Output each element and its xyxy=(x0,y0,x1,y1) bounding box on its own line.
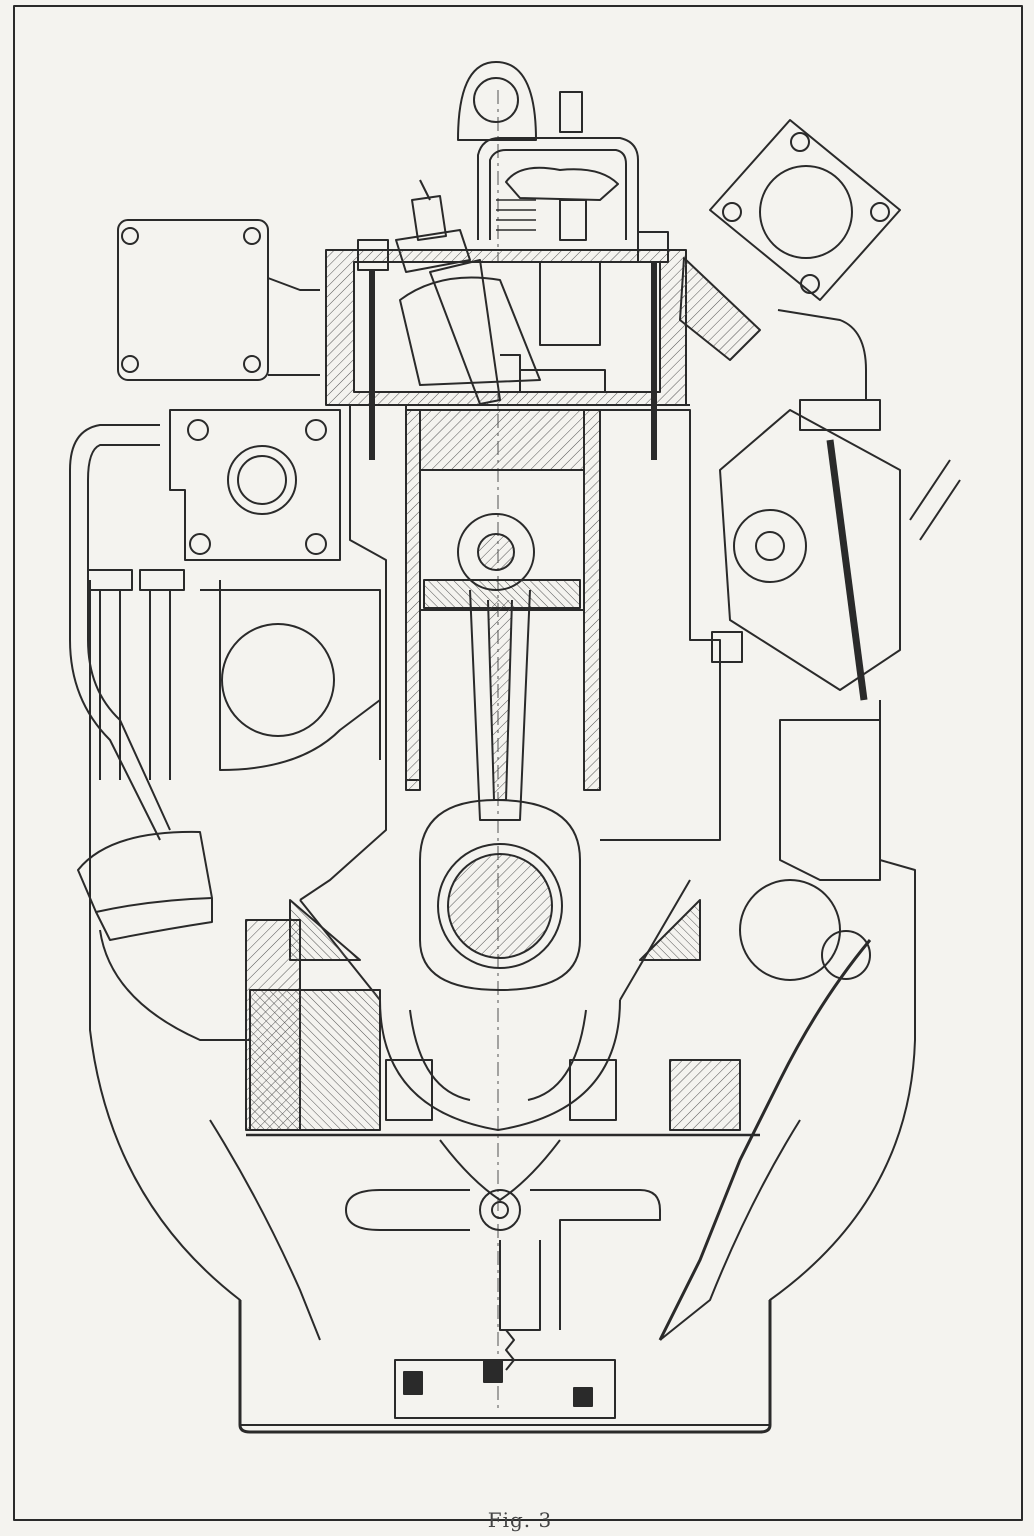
connecting-rod xyxy=(419,589,581,991)
cylinder-head xyxy=(325,231,687,460)
oil-pump xyxy=(345,1139,661,1371)
fuel-injector xyxy=(395,179,501,405)
right-side-housing xyxy=(739,719,881,981)
figure-caption: Fig. 3 xyxy=(487,1508,553,1532)
oil-strainer xyxy=(394,1359,616,1419)
page-frame xyxy=(13,5,1023,1521)
water-pump-housing xyxy=(169,409,341,561)
lifting-eye xyxy=(457,61,537,141)
dipstick xyxy=(658,930,872,1341)
rocker-cover xyxy=(477,91,639,241)
crank-journal xyxy=(437,843,563,969)
exhaust-flange xyxy=(679,119,901,400)
oil-sump xyxy=(209,1119,801,1434)
cylinder-block xyxy=(299,404,721,901)
piston xyxy=(419,409,585,611)
main-bearing-housing xyxy=(245,919,760,1137)
side-cover-top-left xyxy=(117,219,320,381)
fuel-injection-pump xyxy=(711,399,961,701)
oil-filler-cap xyxy=(77,830,250,1041)
water-pipes-left xyxy=(69,424,185,841)
